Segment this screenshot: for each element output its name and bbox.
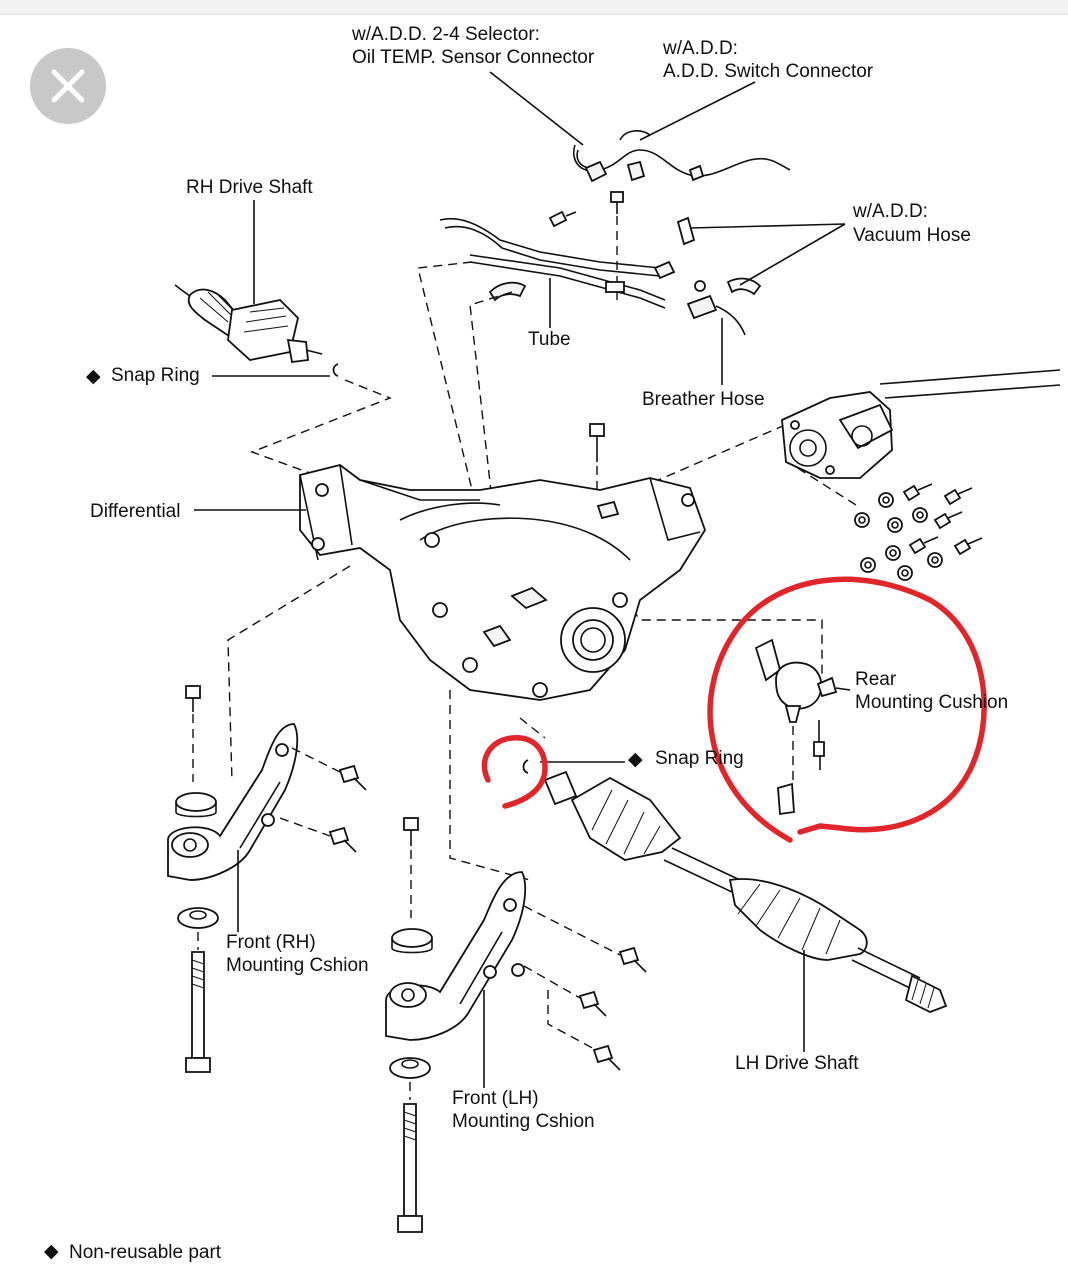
- dash-tube2: [469, 291, 513, 501]
- label-front-lh-2: Mounting Cshion: [452, 1111, 595, 1132]
- dash-rh-bolt2: [279, 817, 331, 837]
- label-vacuum-2: Vacuum Hose: [853, 225, 971, 246]
- leader-vacuum-1: [689, 223, 846, 229]
- rh-bracket-bolts: [328, 764, 367, 853]
- rear-mounting-cushion: [754, 638, 838, 816]
- flange-bolts: [854, 483, 983, 581]
- label-vacuum-1: w/A.D.D:: [852, 201, 928, 222]
- label-snap-ring-top: Snap Ring: [111, 365, 200, 386]
- dash-tube-to-diff: [417, 261, 476, 503]
- snap-ring-mid-part: [522, 759, 529, 774]
- bolt-top-2: [610, 191, 624, 300]
- close-button[interactable]: [30, 48, 106, 124]
- label-front-rh-1: Front (RH): [226, 932, 316, 953]
- bolt-top-1: [548, 210, 577, 228]
- red-circle-annotation: [707, 576, 987, 843]
- dash-diff-to-lh: [449, 690, 531, 881]
- top-bar: [0, 0, 1068, 15]
- differential-housing: [299, 464, 706, 701]
- label-add-switch-1: w/A.D.D:: [662, 38, 738, 59]
- label-add-selector-1: w/A.D.D. 2-4 Selector:: [351, 24, 540, 45]
- propeller-flange: [781, 369, 1061, 479]
- leader-add-selector: [489, 71, 584, 146]
- close-icon: [51, 69, 85, 103]
- label-breather-hose: Breather Hose: [642, 389, 765, 410]
- label-rear-cushion-1: Rear: [855, 669, 897, 690]
- dash-lh-bolt1: [523, 905, 621, 956]
- snap-ring-top-part: [332, 363, 339, 377]
- front-lh-mounting-cushion: [385, 817, 527, 1233]
- label-rh-drive-shaft: RH Drive Shaft: [186, 177, 313, 198]
- diamond-icon: ◆: [628, 749, 643, 770]
- label-front-rh-2: Mounting Cshion: [226, 955, 369, 976]
- label-lh-drive-shaft: LH Drive Shaft: [735, 1053, 859, 1074]
- diamond-icon: ◆: [86, 366, 101, 387]
- lh-bracket-bolts: [578, 946, 647, 1071]
- vacuum-hose-parts: [676, 216, 762, 336]
- label-add-selector-2: Oil TEMP. Sensor Connector: [352, 47, 595, 68]
- leader-add-switch: [639, 81, 756, 141]
- dash-rh-to-diff: [250, 379, 392, 477]
- tube-assembly: [439, 217, 676, 309]
- lh-drive-shaft: [543, 770, 948, 1013]
- red-hook-annotation: [481, 735, 548, 809]
- rh-drive-shaft: [174, 284, 323, 363]
- dash-flange: [639, 424, 786, 489]
- label-add-switch-2: A.D.D. Switch Connector: [663, 61, 874, 82]
- label-snap-ring-mid: Snap Ring: [655, 748, 744, 769]
- dash-rh-bolt1: [291, 747, 341, 773]
- diamond-icon: ◆: [44, 1241, 59, 1262]
- label-front-lh-1: Front (LH): [452, 1088, 539, 1109]
- legend-non-reusable: Non-reusable part: [69, 1242, 222, 1263]
- dash-snap-mid: [519, 717, 546, 739]
- dash-lh-bolt2: [523, 965, 581, 999]
- front-rh-mounting-cushion: [167, 685, 299, 1073]
- dash-diff-to-rh: [227, 565, 351, 783]
- wiring-harness: [573, 130, 791, 183]
- label-differential: Differential: [90, 501, 180, 522]
- label-tube: Tube: [528, 329, 571, 350]
- label-rear-cushion-2: Mounting Cushion: [855, 692, 1008, 713]
- leader-rear-cushion: [835, 687, 851, 691]
- dash-lh-bolt3: [547, 990, 597, 1051]
- leader-vacuum-2: [739, 223, 846, 286]
